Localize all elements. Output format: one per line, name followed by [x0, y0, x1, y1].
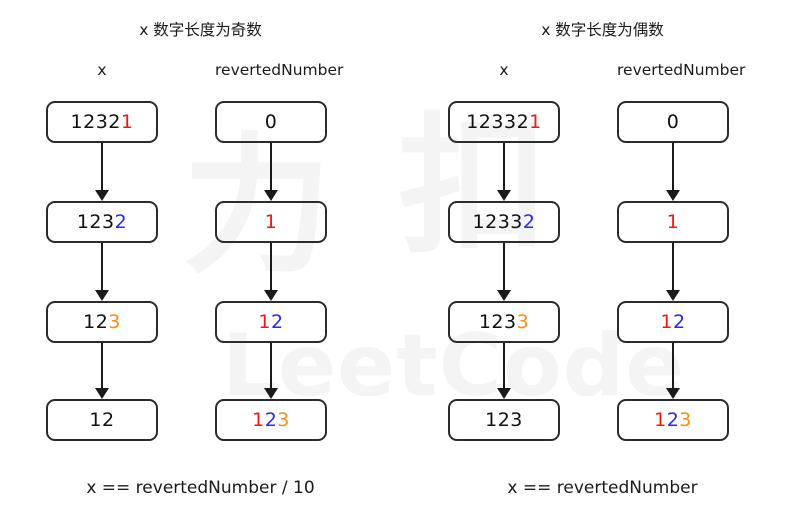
column-header-reverted-number: revertedNumber	[617, 61, 746, 79]
flow-arrow-down-icon	[497, 143, 511, 201]
panel-title: x 数字长度为偶数	[541, 21, 664, 39]
arrow-shaft	[503, 343, 505, 390]
flow-arrow-down-icon	[95, 343, 109, 399]
arrow-head	[264, 388, 278, 399]
panel-caption: x == revertedNumber / 10	[86, 478, 315, 498]
digit-segment: 1	[529, 111, 542, 133]
digit-segment: 2	[522, 211, 536, 233]
flow-arrow-down-icon	[666, 143, 680, 201]
digit-segment: 1	[264, 211, 278, 233]
arrow-head	[497, 290, 511, 301]
arrow-shaft	[270, 343, 272, 390]
digit-segment: 2	[666, 409, 680, 431]
arrow-shaft	[672, 343, 674, 390]
column-header-x: x	[499, 61, 509, 79]
arrow-shaft	[101, 243, 103, 292]
digit-segment: 2	[264, 409, 278, 431]
arrow-head	[264, 290, 278, 301]
digit-segment: 12332	[466, 111, 530, 133]
value-box: 1	[215, 201, 327, 243]
arrow-head	[666, 190, 680, 201]
digit-segment: 1	[120, 111, 134, 133]
column-header-reverted-number: revertedNumber	[215, 61, 344, 79]
flow-arrow-down-icon	[95, 143, 109, 201]
flow-arrow-down-icon	[264, 243, 278, 301]
digit-segment: 3	[108, 311, 121, 333]
digit-segment: 1233	[472, 211, 523, 233]
arrow-head	[497, 190, 511, 201]
digit-segment: 2	[673, 311, 686, 333]
value-box: 12	[46, 399, 158, 441]
digit-segment: 3	[277, 409, 290, 431]
flow-arrow-down-icon	[497, 343, 511, 399]
flow-arrow-down-icon	[264, 343, 278, 399]
digit-segment: 3	[679, 409, 692, 431]
value-box: 0	[215, 101, 327, 143]
flow-arrow-down-icon	[666, 343, 680, 399]
arrow-head	[95, 290, 109, 301]
flow-arrow-down-icon	[666, 243, 680, 301]
column-header-x: x	[97, 61, 107, 79]
arrow-shaft	[672, 243, 674, 292]
digit-segment: 2	[271, 311, 284, 333]
arrow-shaft	[270, 243, 272, 292]
digit-segment: 123	[485, 409, 523, 431]
flow-arrow-down-icon	[95, 243, 109, 301]
arrow-head	[95, 190, 109, 201]
arrow-shaft	[270, 143, 272, 192]
arrow-head	[497, 388, 511, 399]
value-box: 1	[617, 201, 729, 243]
arrow-head	[666, 388, 680, 399]
arrow-shaft	[101, 143, 103, 192]
arrow-head	[264, 190, 278, 201]
digit-segment: 0	[666, 111, 680, 133]
digit-segment: 1	[666, 211, 680, 233]
value-box: 123	[448, 399, 560, 441]
digit-segment: 1	[252, 409, 265, 431]
arrow-shaft	[503, 243, 505, 292]
digit-segment: 3	[516, 311, 530, 333]
arrow-shaft	[101, 343, 103, 390]
digit-segment: 0	[264, 111, 278, 133]
flow-arrow-down-icon	[264, 143, 278, 201]
value-box: 0	[617, 101, 729, 143]
digit-segment: 1	[654, 409, 667, 431]
arrow-shaft	[672, 143, 674, 192]
arrow-head	[95, 388, 109, 399]
panel-title: x 数字长度为奇数	[139, 21, 262, 39]
arrow-head	[666, 290, 680, 301]
flow-arrow-down-icon	[497, 243, 511, 301]
arrow-shaft	[503, 143, 505, 192]
digit-segment: 123	[478, 311, 517, 333]
digit-segment: 1232	[70, 111, 121, 133]
digit-segment: 1	[258, 311, 271, 333]
digit-segment: 12	[83, 311, 109, 333]
digit-segment: 1	[660, 311, 673, 333]
digit-segment: 123	[76, 211, 115, 233]
digit-segment: 12	[89, 409, 115, 431]
digit-segment: 2	[114, 211, 128, 233]
panel-caption: x == revertedNumber	[507, 478, 698, 498]
